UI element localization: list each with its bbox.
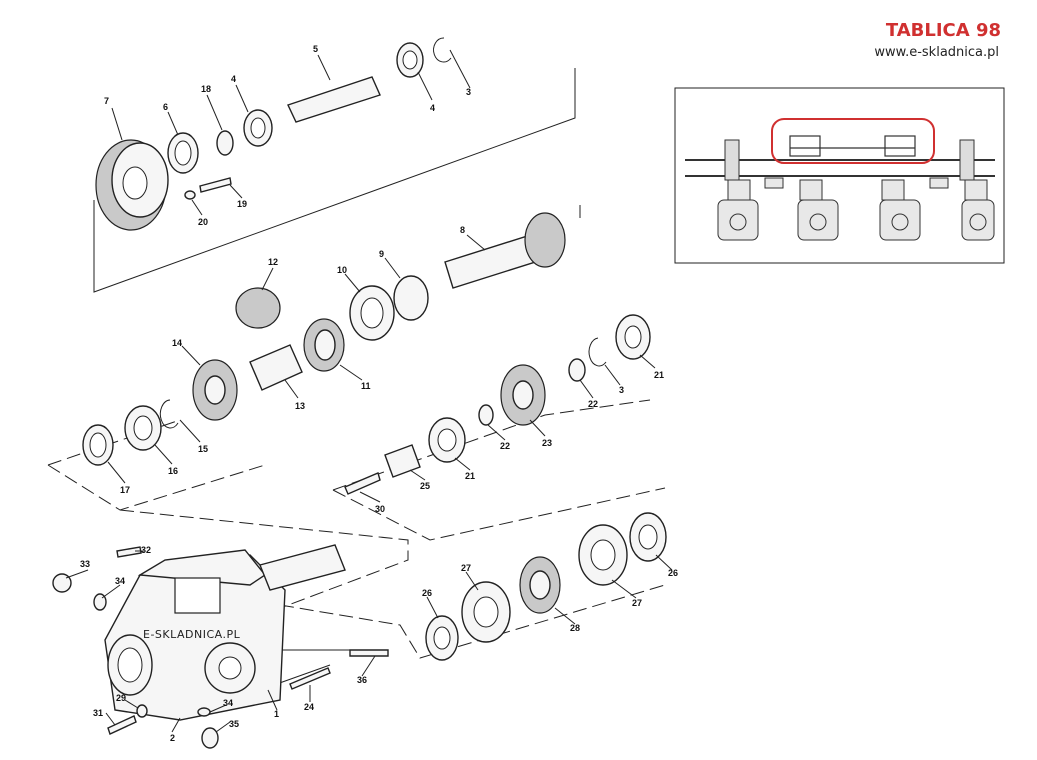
output-spline: [259, 544, 346, 591]
label-part-5: 5: [313, 44, 318, 54]
label-part-31: 31: [93, 708, 103, 718]
pin-24: [289, 667, 331, 690]
label-part-22b: 22: [500, 441, 510, 451]
second-shaft-group: [82, 212, 566, 466]
label-part-6: 6: [163, 102, 168, 112]
label-part-35: 35: [229, 719, 239, 729]
label-part-4b: 4: [430, 103, 435, 113]
label-part-29: 29: [116, 693, 126, 703]
bushing-25: [384, 444, 421, 478]
circlip-15: [159, 399, 179, 429]
watermark-text: E-SKLADNICA.PL: [143, 628, 241, 641]
washer-29: [136, 704, 148, 718]
label-part-7: 7: [104, 96, 109, 106]
circlip-3b: [588, 337, 607, 367]
spacer-13: [249, 344, 303, 391]
label-part-28: 28: [570, 623, 580, 633]
label-part-13: 13: [295, 401, 305, 411]
label-part-10: 10: [337, 265, 347, 275]
bolt-32: [116, 546, 142, 558]
label-part-8: 8: [460, 225, 465, 235]
shim-22a: [568, 358, 586, 382]
circlip-3a: [433, 37, 452, 63]
leader-lines: [65, 49, 673, 733]
label-part-21b: 21: [465, 471, 475, 481]
label-part-2: 2: [170, 733, 175, 743]
bevel-gear-12: [235, 287, 281, 329]
label-part-1: 1: [274, 709, 279, 719]
label-part-3a: 3: [466, 87, 471, 97]
gearbox-housing: [52, 544, 389, 749]
shaft-5: [287, 76, 381, 123]
label-part-14: 14: [172, 338, 182, 348]
part-number-labels: 5 4 3 7 6 18 4 20 19 8 9 10 12 11 14 13 …: [80, 44, 678, 743]
label-part-16: 16: [168, 466, 178, 476]
third-shaft-group: [344, 314, 651, 495]
label-part-3b: 3: [619, 385, 624, 395]
label-part-36: 36: [357, 675, 367, 685]
label-part-4a: 4: [231, 74, 236, 84]
bolt-30: [344, 472, 381, 495]
label-part-30: 30: [375, 504, 385, 514]
label-part-27a: 27: [461, 563, 471, 573]
plug-35: [201, 727, 219, 749]
label-part-9: 9: [379, 249, 384, 259]
label-part-26a: 26: [422, 588, 432, 598]
label-part-32: 32: [141, 545, 151, 555]
label-part-34b: 34: [223, 698, 233, 708]
plate-title: TABLICA 98: [885, 20, 1001, 41]
bolt-19: [199, 177, 232, 193]
location-inset: [674, 87, 1005, 264]
label-part-25: 25: [420, 481, 430, 491]
washer-20: [184, 190, 196, 200]
label-part-19: 19: [237, 199, 247, 209]
washer-34a: [93, 593, 107, 611]
pin-36: [349, 649, 389, 657]
website-url[interactable]: www.e-skladnica.pl: [874, 45, 999, 60]
label-part-33: 33: [80, 559, 90, 569]
label-part-11: 11: [361, 381, 371, 391]
label-part-20: 20: [198, 217, 208, 227]
output-shaft-group: [425, 512, 667, 661]
shim-22b: [478, 404, 494, 426]
bolt-31: [107, 715, 137, 735]
label-part-17: 17: [120, 485, 130, 495]
circlip-18: [216, 130, 234, 156]
label-part-24: 24: [304, 702, 314, 712]
label-part-12: 12: [268, 257, 278, 267]
assembly-guide-lines: [47, 68, 666, 691]
label-part-21a: 21: [654, 370, 664, 380]
label-part-22a: 22: [588, 399, 598, 409]
label-part-34a: 34: [115, 576, 125, 586]
highlighted-gearbox-location: [771, 118, 935, 164]
shim-9: [393, 275, 429, 321]
plug-33: [52, 573, 72, 593]
label-part-26b: 26: [668, 568, 678, 578]
label-part-15: 15: [198, 444, 208, 454]
label-part-18: 18: [201, 84, 211, 94]
label-part-27b: 27: [632, 598, 642, 608]
washer-34b: [197, 707, 211, 717]
label-part-23: 23: [542, 438, 552, 448]
input-shaft-group: [95, 37, 452, 231]
